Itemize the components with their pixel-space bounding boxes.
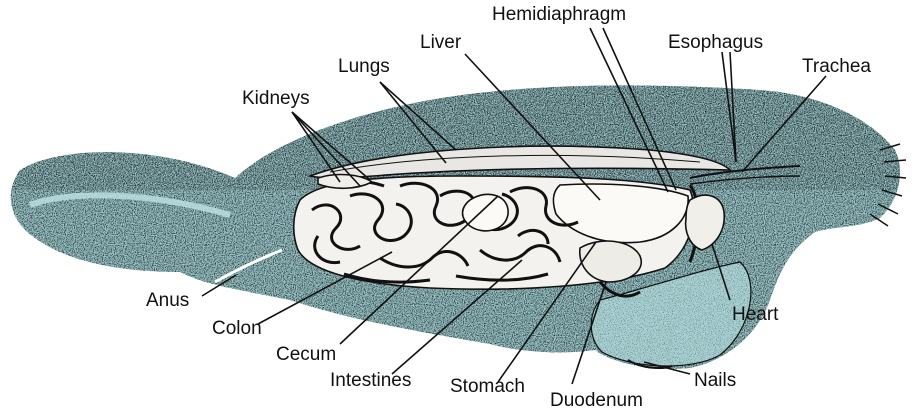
label-stomach: Stomach	[450, 376, 525, 397]
label-nails: Nails	[694, 370, 736, 391]
cecum-shape	[463, 194, 509, 231]
label-intestines: Intestines	[330, 370, 411, 391]
label-esophagus: Esophagus	[668, 32, 763, 53]
label-liver: Liver	[420, 32, 462, 53]
label-kidneys: Kidneys	[242, 88, 310, 109]
label-trachea: Trachea	[802, 56, 871, 77]
label-lungs: Lungs	[338, 56, 390, 77]
label-heart: Heart	[732, 304, 779, 325]
label-cecum: Cecum	[276, 344, 336, 365]
label-anus: Anus	[146, 290, 189, 311]
label-colon: Colon	[212, 318, 262, 339]
label-duodenum: Duodenum	[550, 390, 643, 411]
label-hemidiaphragm: Hemidiaphragm	[492, 4, 626, 25]
